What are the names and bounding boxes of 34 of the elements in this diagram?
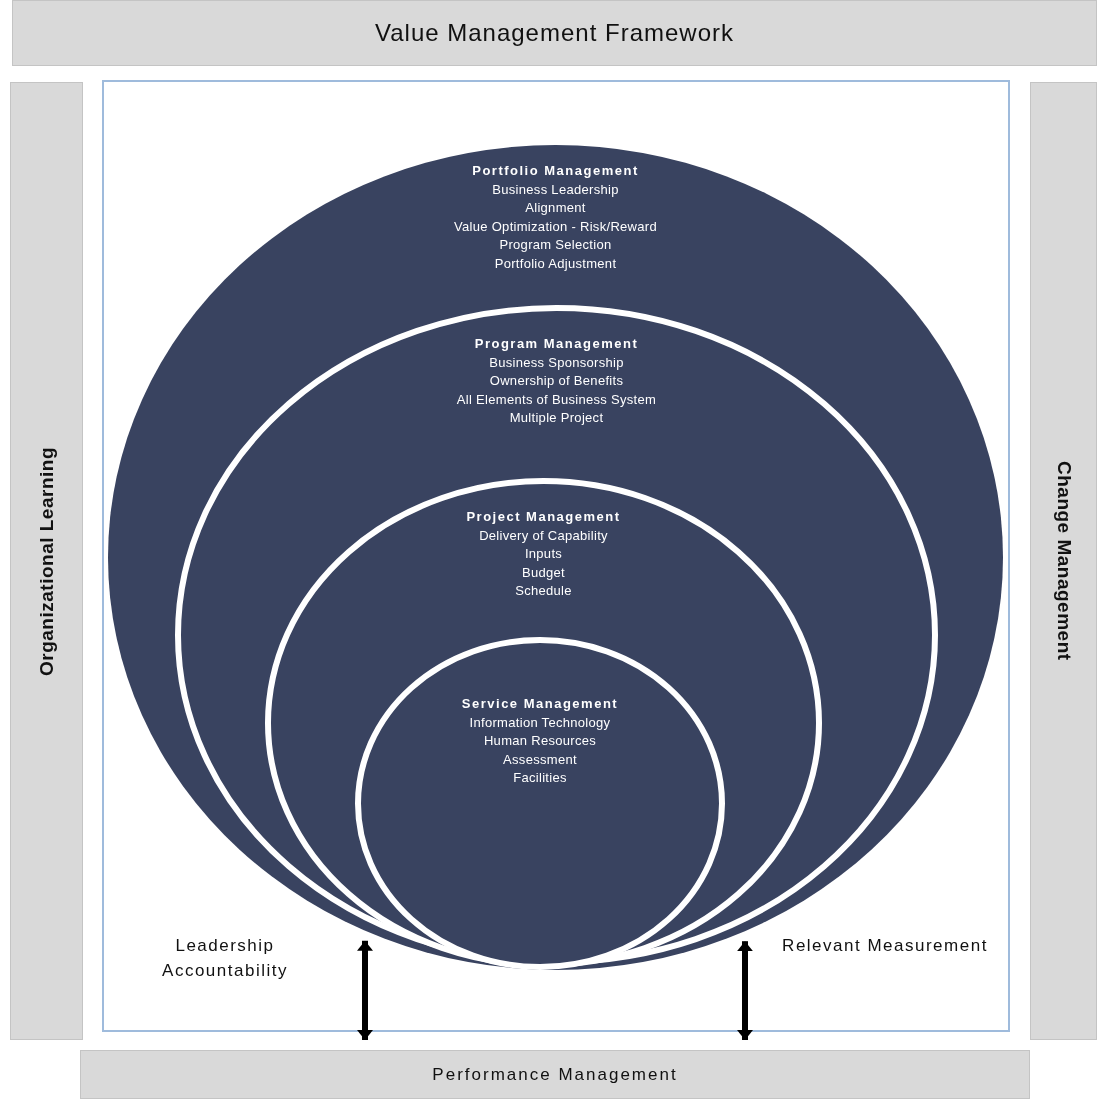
title-bar <box>12 0 1097 66</box>
band-item: Business Leadership <box>492 180 619 199</box>
band-item: Human Resources <box>483 732 597 750</box>
band-item: Alignment <box>525 199 586 217</box>
band-heading: Service Management <box>461 695 619 713</box>
band-item: Business Sponsorship <box>489 353 624 372</box>
band-item: Assessment <box>503 750 577 769</box>
band-heading: Project Management <box>466 508 621 526</box>
band-heading: Portfolio Management <box>472 162 639 180</box>
side-caption: Relevant Measurement <box>782 935 988 957</box>
band-heading: Program Management <box>474 335 639 353</box>
bar-label: Performance Management <box>432 1064 678 1085</box>
band-item: All Elements of Business System <box>456 390 657 409</box>
band-item: Budget <box>522 563 565 582</box>
band-item: Information Technology <box>469 713 611 732</box>
band-item: Facilities <box>513 769 567 787</box>
band-item: Portfolio Adjustment <box>494 254 617 273</box>
ellipse-band <box>355 637 725 970</box>
side-bar <box>1030 82 1097 1040</box>
double-arrow <box>357 940 373 1040</box>
bar-label: Change Management <box>1052 461 1075 661</box>
band-item: Ownership of Benefits <box>489 372 624 390</box>
footer-bar <box>80 1050 1030 1099</box>
side-bar <box>10 82 83 1040</box>
band-item: Value Optimization - Risk/Reward <box>454 217 657 236</box>
band-item: Schedule <box>515 582 572 600</box>
band-item: Program Selection <box>499 236 612 254</box>
side-caption: Leadership Accountability <box>161 935 289 982</box>
bar-label: Value Management Framework <box>374 19 734 47</box>
double-arrow <box>737 941 753 1040</box>
band-item: Inputs <box>524 545 563 563</box>
band-item: Multiple Project <box>509 409 604 427</box>
bar-label: Organizational Learning <box>35 446 58 676</box>
band-item: Delivery of Capability <box>479 526 608 545</box>
